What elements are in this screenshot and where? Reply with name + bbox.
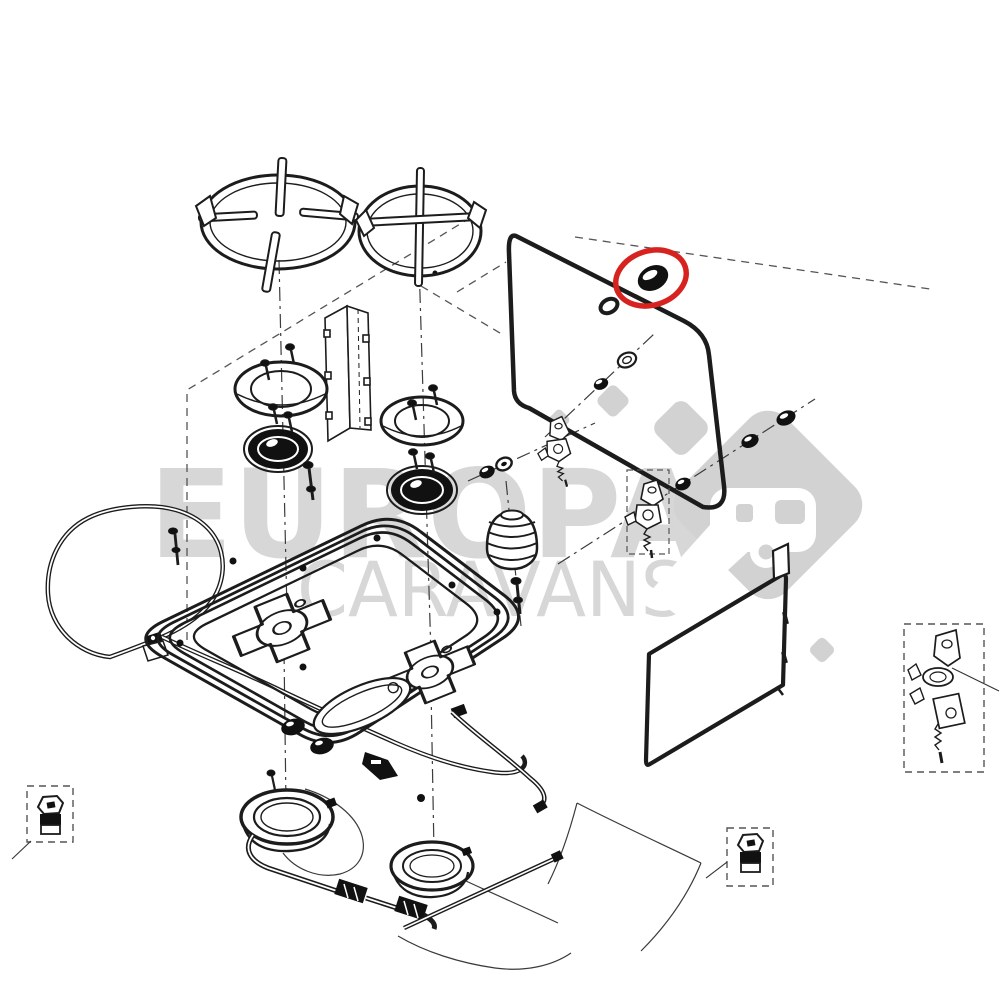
burner-ring-left <box>233 360 329 418</box>
pipe-fitting <box>334 878 368 904</box>
panel-tab <box>771 542 791 581</box>
gas-burner-base-left <box>239 788 338 853</box>
logo-diamond-extra <box>809 637 835 663</box>
gas-valve-assembly <box>907 628 966 764</box>
gasket-screw <box>168 527 181 566</box>
bellows-screw <box>510 577 523 615</box>
supply-pipe <box>403 850 564 931</box>
hinge-latch-right <box>624 469 670 559</box>
burner-screws <box>260 270 439 501</box>
dashed-part-box <box>903 623 985 773</box>
dashed-part-box <box>626 469 670 555</box>
leader-line <box>951 667 1000 692</box>
tray-outer-rim <box>144 517 520 744</box>
trivet-ear <box>338 194 360 226</box>
spare-part-box-left <box>11 785 74 860</box>
screw <box>428 384 439 406</box>
dashed-guide-to-lid <box>420 285 506 337</box>
screw <box>425 452 436 474</box>
lower-shell-outline <box>282 788 702 970</box>
lid-outline <box>506 233 727 510</box>
hob-tray <box>144 517 520 780</box>
burner-cap-left <box>243 425 313 473</box>
spare-part-box-bottom <box>705 827 774 887</box>
burner-cap-right <box>386 465 458 515</box>
long-screw <box>302 461 316 501</box>
dashed-guide-top <box>574 236 931 290</box>
dashed-part-box <box>26 785 74 843</box>
leader-line <box>705 861 728 879</box>
ring-washer <box>495 456 513 472</box>
trivet-ear <box>194 194 218 228</box>
leader-line <box>11 840 32 860</box>
screw <box>285 343 296 365</box>
gas-pipe <box>246 833 437 930</box>
logo-diamond-small <box>597 385 629 417</box>
burner-ring-right <box>379 395 465 447</box>
pan-support-left <box>194 156 360 293</box>
watermark: EUROPA CARAVANS <box>149 385 863 663</box>
gas-inlet-bushing-left <box>36 794 65 835</box>
lid-hole <box>598 296 620 316</box>
grommet-washer <box>675 477 691 491</box>
tray-oval-recess <box>312 676 412 736</box>
screw <box>408 448 419 470</box>
ring-washer <box>616 351 638 369</box>
pan-support-right <box>354 166 488 287</box>
spare-part-box-right <box>903 623 1000 773</box>
trivet-ear <box>354 208 376 238</box>
heat-shield-panel <box>643 542 791 767</box>
leader-lid-fixings-right <box>557 398 816 565</box>
centerline-burner-left <box>278 259 288 613</box>
gas-burner-base-right <box>389 840 475 899</box>
control-bellows <box>485 509 539 571</box>
highlight-circle <box>613 247 689 309</box>
grommet-washer <box>479 465 495 479</box>
grommet-washer <box>776 410 796 426</box>
centerline-base-right <box>430 687 435 853</box>
rubber-feet <box>281 718 334 755</box>
pipe-fitting <box>394 895 428 921</box>
burner-mount-cross-left <box>231 592 333 664</box>
dashed-guide-top-left <box>456 261 507 293</box>
logo-diamond-medium <box>654 401 708 455</box>
hex-nut <box>593 378 609 390</box>
screw <box>283 411 294 433</box>
lid-grommet <box>637 265 669 291</box>
heat-deflector-bracket <box>323 304 372 443</box>
flexible-hose <box>450 710 548 814</box>
base-screws <box>266 769 425 802</box>
screw <box>407 399 418 421</box>
screw <box>260 359 271 381</box>
lid-fixings-left <box>479 351 638 479</box>
dashed-part-box <box>726 827 774 887</box>
centerline-burner-right <box>418 261 432 656</box>
tray-fixing-dots <box>176 534 501 671</box>
gas-inlet-bushing-bottom <box>736 832 765 873</box>
hinge-latch-left <box>537 415 572 488</box>
lid-fixings-right <box>675 410 796 491</box>
trivet-ear <box>466 200 488 230</box>
grommet-washer <box>741 433 759 449</box>
glass-lid <box>506 233 727 510</box>
screw <box>268 403 279 425</box>
